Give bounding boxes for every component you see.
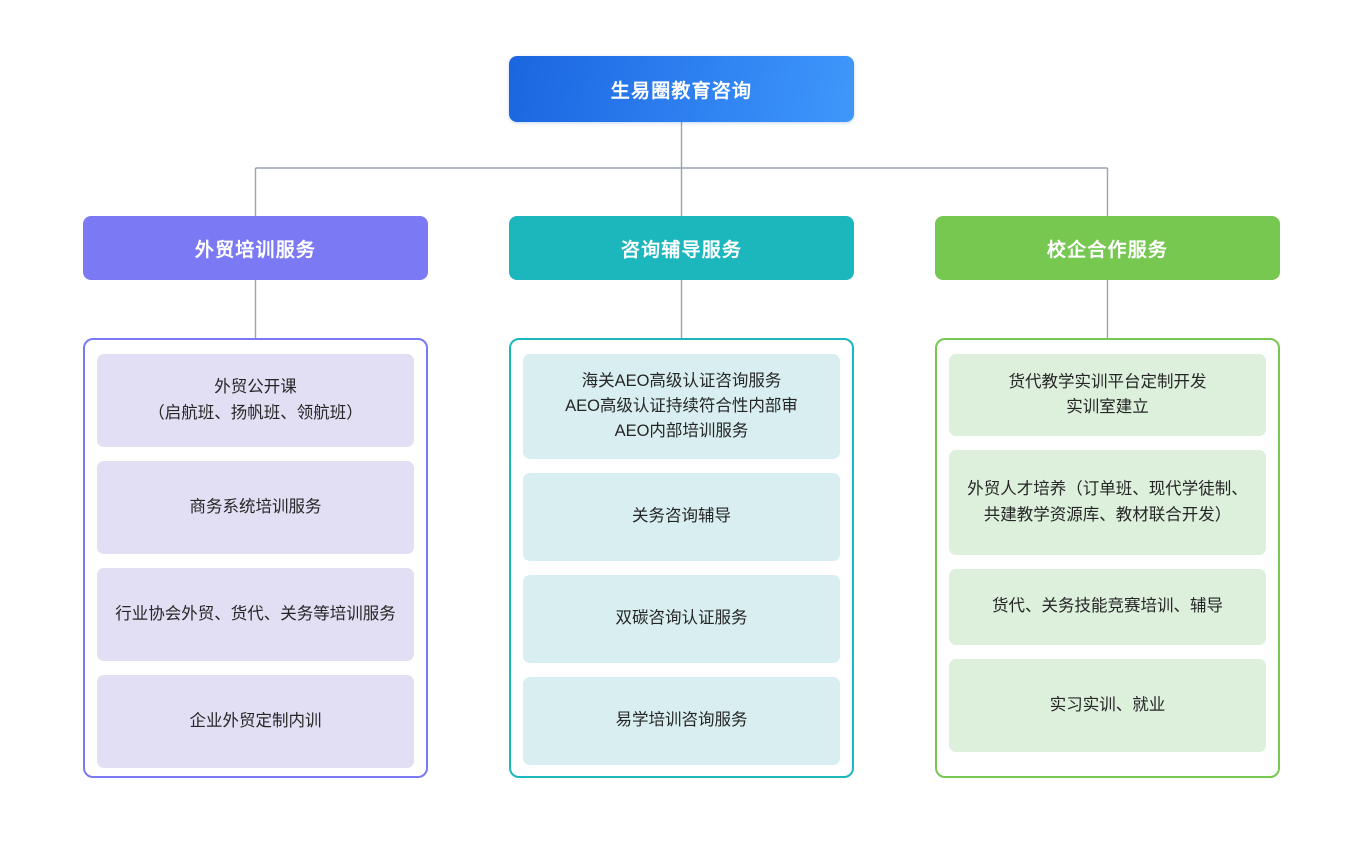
branch-header-label: 咨询辅导服务 [620,239,743,261]
service-item[interactable]: 企业外贸定制内训 [97,675,414,768]
service-item[interactable]: 海关AEO高级认证咨询服务 AEO高级认证持续符合性内部审 AEO内部培训服务 [523,354,840,459]
service-item[interactable]: 关务咨询辅导 [523,473,840,561]
service-item[interactable]: 外贸人才培养（订单班、现代学徒制、共建教学资源库、教材联合开发） [949,450,1266,555]
service-item[interactable]: 货代、关务技能竞赛培训、辅导 [949,569,1266,645]
branch-panel-foreign-trade-training: 外贸公开课 （启航班、扬帆班、领航班） 商务系统培训服务 行业协会外贸、货代、关… [83,338,428,778]
service-item[interactable]: 商务系统培训服务 [97,461,414,554]
service-item[interactable]: 货代教学实训平台定制开发 实训室建立 [949,354,1266,436]
service-item[interactable]: 外贸公开课 （启航班、扬帆班、领航班） [97,354,414,447]
root-node-label: 生易圈教育咨询 [610,80,753,102]
service-item[interactable]: 双碳咨询认证服务 [523,575,840,663]
branch-panel-school-enterprise-cooperation: 货代教学实训平台定制开发 实训室建立 外贸人才培养（订单班、现代学徒制、共建教学… [935,338,1280,778]
service-item[interactable]: 易学培训咨询服务 [523,677,840,765]
branch-panel-consulting-guidance: 海关AEO高级认证咨询服务 AEO高级认证持续符合性内部审 AEO内部培训服务 … [509,338,854,778]
root-node[interactable]: 生易圈教育咨询 [509,56,854,122]
branch-header-consulting-guidance[interactable]: 咨询辅导服务 [509,216,854,280]
branch-header-label: 外贸培训服务 [194,239,317,261]
service-item[interactable]: 行业协会外贸、货代、关务等培训服务 [97,568,414,661]
branch-header-foreign-trade-training[interactable]: 外贸培训服务 [83,216,428,280]
branch-header-label: 校企合作服务 [1046,239,1169,261]
service-item[interactable]: 实习实训、就业 [949,659,1266,752]
branch-header-school-enterprise-cooperation[interactable]: 校企合作服务 [935,216,1280,280]
